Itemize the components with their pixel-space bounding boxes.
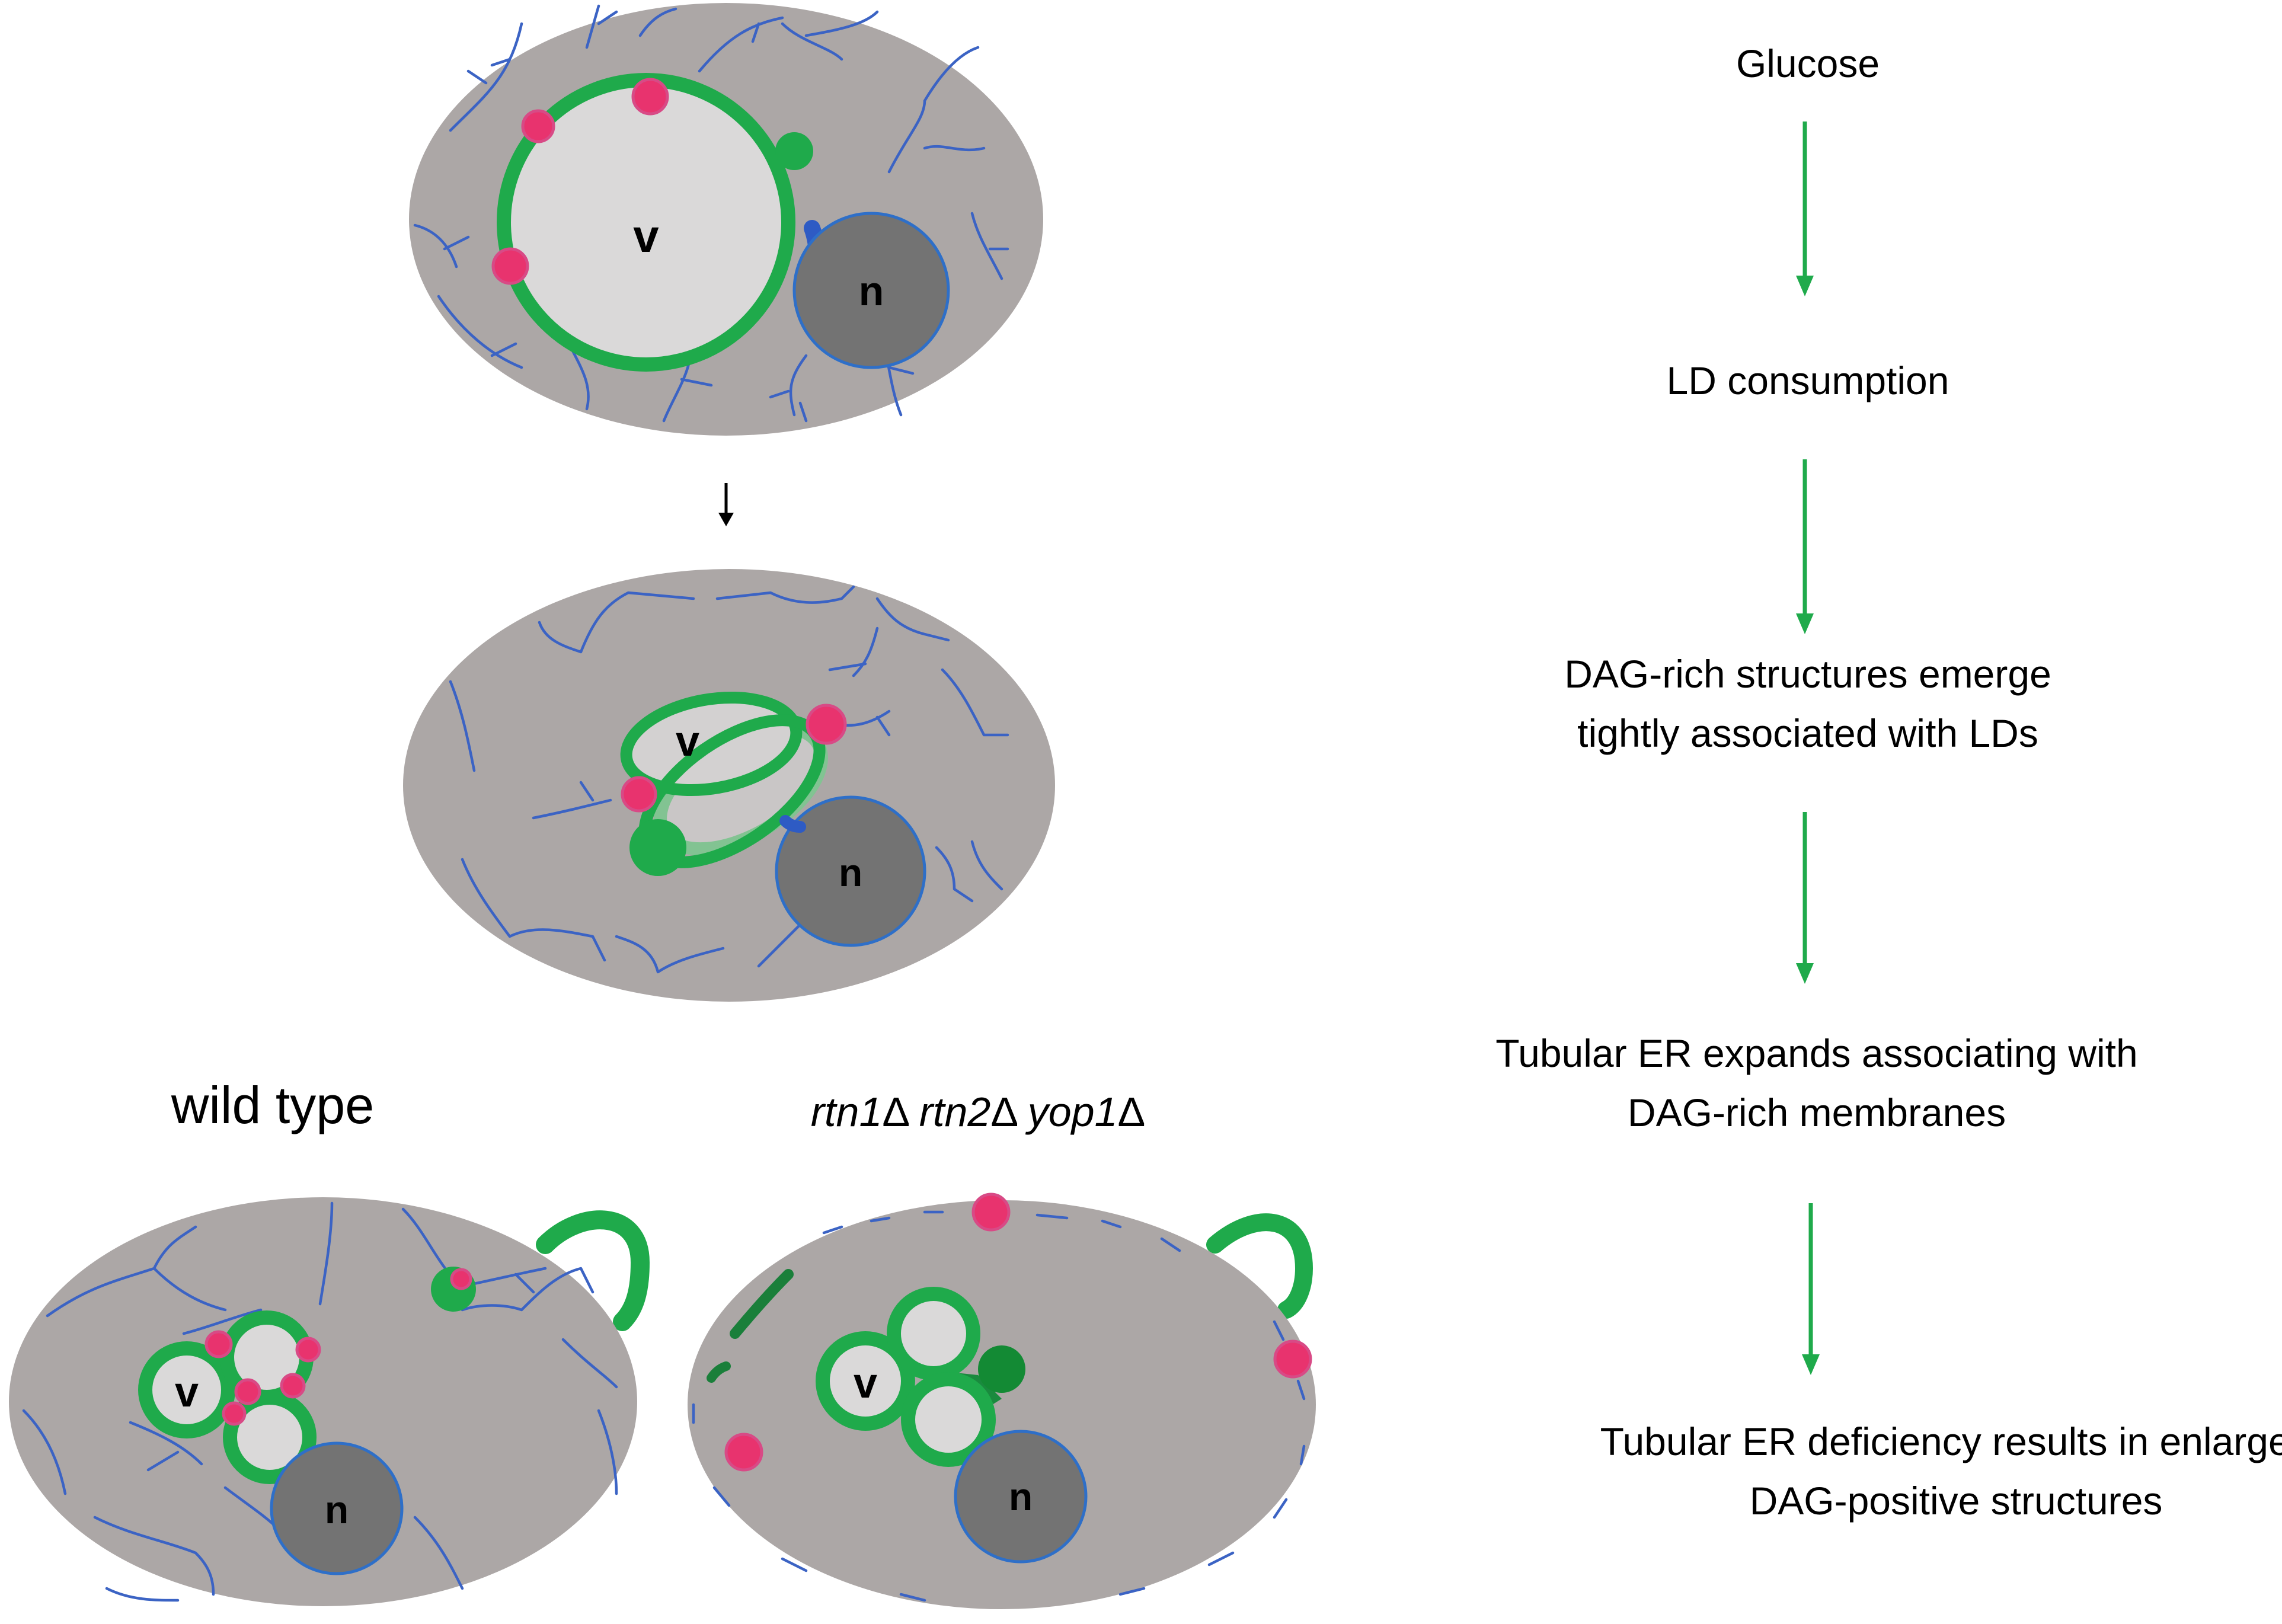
wild-type-lipid-droplet: [295, 1337, 321, 1363]
pathway-step-1: Glucose: [1736, 41, 1880, 85]
wild-type-bud-neck: [536, 1210, 650, 1331]
wild-type-vacuole: [138, 1341, 235, 1438]
mutant-dag-patch: [707, 1361, 731, 1383]
middle-nucleus-label: n: [839, 851, 862, 894]
pathway-step-5-line-1: Tubular ER deficiency results in enlarge…: [1600, 1420, 2282, 1463]
mutant-dag-patch: [730, 1269, 794, 1339]
wild-type-er-network: [22, 1201, 618, 1602]
pathway-step-5-line-2: DAG-positive structures: [1750, 1479, 2163, 1523]
wild-type-lipid-droplet: [234, 1378, 261, 1405]
middle-lipid-droplet: [621, 776, 657, 813]
wild-type-lipid-droplet: [204, 1330, 233, 1358]
mutant-vacuole: [816, 1331, 915, 1431]
mutant-lipid-droplet: [971, 1193, 1011, 1232]
wild-type-vacuole-label: v: [175, 1369, 199, 1416]
mutant-vacuole-label: v: [854, 1360, 877, 1407]
pathway-arrow: [1796, 122, 1814, 296]
pathway-step-2: LD consumption: [1667, 359, 1949, 402]
middle-dag-focus: [629, 819, 686, 876]
top-lipid-droplet: [491, 247, 529, 285]
mutant-cell-body: [688, 1200, 1316, 1609]
mutant-nucleus-label: n: [1009, 1475, 1033, 1518]
top-vacuole-label: v: [633, 210, 659, 262]
top-nucleus: [792, 212, 950, 369]
mutant-bud-neck: [1206, 1213, 1313, 1319]
pathway-arrow: [1796, 459, 1814, 634]
top-dag-focus: [775, 132, 813, 170]
top-nucleus-label: n: [859, 268, 884, 314]
middle-nucleus: [775, 795, 926, 947]
pathway-step-4-line-1: Tubular ER expands associating with: [1495, 1031, 2137, 1075]
mutant-cell: v n: [688, 1193, 1316, 1609]
wild-type-title: wild type: [171, 1076, 374, 1134]
mutant-nucleus: [954, 1430, 1088, 1564]
top-cell: v n: [409, 3, 1043, 436]
mutant-lipid-droplet: [724, 1433, 763, 1472]
wild-type-lipid-droplet: [280, 1373, 306, 1399]
middle-cell: v n: [403, 569, 1055, 1002]
top-lipid-droplet: [521, 109, 555, 143]
top-lipid-droplet: [631, 78, 669, 116]
mutant-vacuole: [901, 1372, 996, 1467]
mutant-title: rtn1Δ rtn2Δ yop1Δ: [811, 1089, 1146, 1135]
pathway: Glucose LD consumption DAG-rich structur…: [1495, 41, 2282, 1523]
pathway-step-3-line-1: DAG-rich structures emerge: [1564, 652, 2051, 696]
pathway-arrow: [1796, 812, 1814, 984]
pathway-step-4-line-2: DAG-rich membranes: [1628, 1091, 2006, 1134]
wild-type-cell-body: [9, 1197, 637, 1606]
pathway-arrow: [1802, 1203, 1820, 1375]
mutant-vacuole: [887, 1287, 980, 1380]
mutant-er-fragments: [692, 1210, 1306, 1602]
middle-lipid-droplet: [806, 704, 847, 745]
transition-arrow: [718, 483, 734, 526]
wild-type-vacuole: [223, 1390, 317, 1484]
wild-type-lipid-droplet: [222, 1401, 247, 1426]
mutant-dag-focus: [978, 1345, 1025, 1393]
middle-nv-junction: [779, 815, 806, 833]
wild-type-nucleus: [270, 1441, 404, 1575]
wild-type-cell: v n: [9, 1197, 650, 1606]
middle-vacuole-label: v: [676, 718, 699, 765]
wild-type-lipid-droplet: [450, 1268, 472, 1290]
wild-type-nucleus-label: n: [325, 1488, 349, 1532]
mutant-lipid-droplet: [1273, 1340, 1312, 1379]
pathway-step-3-line-2: tightly associated with LDs: [1577, 711, 2038, 755]
